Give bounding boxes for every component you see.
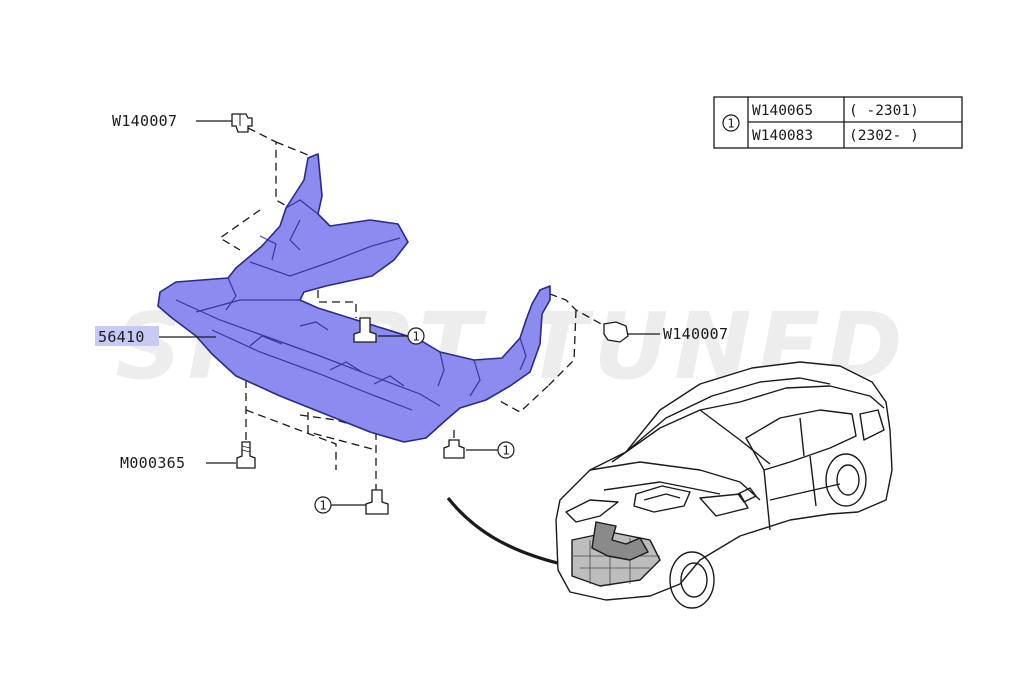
clip-icon [603,321,629,343]
table-ref-number: 1 [727,117,734,131]
clip-right-label: W140007 [663,325,728,343]
reference-table: 1 W140065 ( -2301) W140083 (2302- ) [713,96,963,149]
bolt-icon [365,489,389,515]
under-cover-part [157,153,551,443]
bolt-ref-upper: 1 [353,317,425,345]
part-number-label: 56410 [98,328,145,346]
clip-top: W140007 [112,112,253,133]
bolt-icon [443,439,465,459]
table-row-1-part: W140065 [752,103,813,119]
bolt-icon [236,441,256,469]
ref-number: 1 [412,330,419,344]
clip-icon [231,113,253,133]
part-number-callout: 56410 [95,326,216,346]
vehicle-illustration [555,361,893,609]
bolt-ref-lower: 1 [314,489,389,515]
ref-number: 1 [502,444,509,458]
bolt-left: M000365 [120,441,256,472]
table-row-2-part: W140083 [752,128,813,144]
ref-number: 1 [319,499,326,513]
bolt-left-label: M000365 [120,454,185,472]
bolt-icon [353,317,377,343]
table-row-1-range: ( -2301) [849,103,919,119]
location-pointer-curve [446,497,571,568]
bolt-ref-right: 1 [443,439,515,459]
clip-right: W140007 [603,321,728,343]
clip-top-label: W140007 [112,112,177,130]
table-row-2-range: (2302- ) [849,128,919,144]
